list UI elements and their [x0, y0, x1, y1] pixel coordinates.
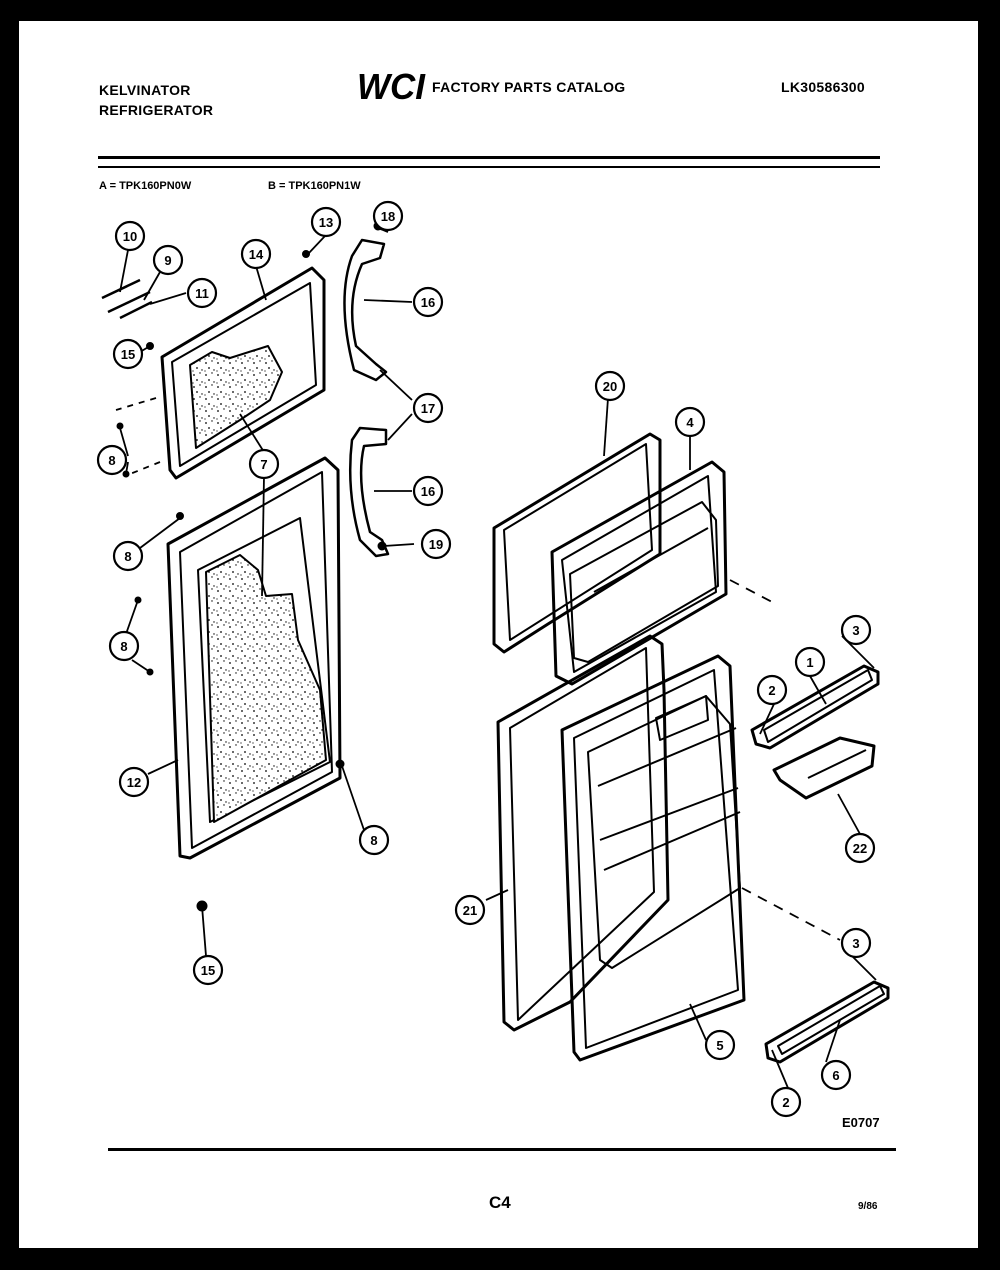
callout-19: 19 [420, 528, 452, 560]
callout-label: 6 [832, 1068, 839, 1083]
catalog-page [19, 21, 978, 1248]
callout-label: 18 [381, 209, 395, 224]
freezer-gasket [492, 432, 662, 654]
callout-label: 2 [768, 683, 775, 698]
fresh-food-inner-liner [560, 654, 746, 1062]
callout-label: 15 [201, 963, 215, 978]
door-shelf-bar-lower [764, 980, 890, 1064]
callout-6: 6 [820, 1059, 852, 1091]
fresh-food-door-handle [348, 426, 390, 558]
freezer-inner-liner [550, 460, 728, 686]
callout-label: 8 [120, 639, 127, 654]
door-shelf-bar-upper [750, 664, 880, 750]
callout-label: 8 [108, 453, 115, 468]
callout-label: 11 [195, 286, 209, 301]
model-a: A = TPK160PN0W [99, 180, 192, 192]
callout-22: 22 [844, 832, 876, 864]
callout-3: 3 [840, 927, 872, 959]
model-b: B = TPK160PN1W [268, 180, 361, 192]
callout-18: 18 [372, 200, 404, 232]
callout-3: 3 [840, 614, 872, 646]
callout-8: 8 [112, 540, 144, 572]
callout-label: 20 [603, 379, 617, 394]
callout-label: 8 [124, 549, 131, 564]
callout-21: 21 [454, 894, 486, 926]
callout-label: 19 [429, 537, 443, 552]
callout-label: 17 [421, 401, 435, 416]
leader-lines [115, 227, 877, 1089]
callout-16: 16 [412, 475, 444, 507]
footer-rule [108, 1148, 896, 1151]
fresh-food-insulation [205, 554, 327, 823]
fresh-food-gasket [496, 634, 670, 1032]
callout-label: 22 [853, 841, 867, 856]
wci-logo: WCI [357, 66, 426, 106]
product-type: REFRIGERATOR [99, 102, 214, 118]
callout-1: 1 [794, 646, 826, 678]
callout-2: 2 [756, 674, 788, 706]
callout-17: 17 [412, 392, 444, 424]
callout-8: 8 [108, 630, 140, 662]
callout-label: 3 [852, 936, 859, 951]
callout-label: 4 [686, 415, 694, 430]
callout-label: 12 [127, 775, 141, 790]
callout-15: 15 [192, 954, 224, 986]
callout-8: 8 [96, 444, 128, 476]
callout-label: 9 [164, 253, 171, 268]
callout-13: 13 [310, 206, 342, 238]
freezer-insulation [189, 345, 283, 449]
catalog-number: LK30586300 [781, 79, 865, 95]
callout-12: 12 [118, 766, 150, 798]
callout-label: 2 [782, 1095, 789, 1110]
page-code: C4 [489, 1193, 511, 1212]
callout-label: 14 [249, 247, 264, 262]
catalog-title: FACTORY PARTS CATALOG [432, 79, 626, 95]
callout-label: 16 [421, 295, 435, 310]
print-date: 9/86 [858, 1201, 878, 1212]
callout-20: 20 [594, 370, 626, 402]
callout-9: 9 [152, 244, 184, 276]
callout-label: 10 [123, 229, 137, 244]
fresh-food-door-panel [166, 456, 342, 860]
callout-15: 15 [112, 338, 144, 370]
callout-label: 16 [421, 484, 435, 499]
brand-name: KELVINATOR [99, 82, 191, 98]
freezer-door-handle [343, 238, 388, 382]
figure-code: E0707 [842, 1115, 880, 1130]
callout-11: 11 [186, 277, 218, 309]
callout-label: 5 [716, 1038, 723, 1053]
dairy-compartment [772, 736, 876, 800]
callout-5: 5 [704, 1029, 736, 1061]
callout-4: 4 [674, 406, 706, 438]
callout-label: 7 [260, 457, 267, 472]
callout-7: 7 [248, 448, 280, 480]
callout-label: 21 [463, 903, 477, 918]
callout-10: 10 [114, 220, 146, 252]
header-rule [98, 156, 880, 159]
logo-text: WCI [357, 66, 426, 106]
callout-16: 16 [412, 286, 444, 318]
callout-label: 1 [806, 655, 813, 670]
header-rule-thin [98, 166, 880, 168]
callout-2: 2 [770, 1086, 802, 1118]
callout-label: 3 [852, 623, 859, 638]
callout-label: 15 [121, 347, 135, 362]
callout-14: 14 [240, 238, 272, 270]
callout-label: 8 [370, 833, 377, 848]
callout-label: 13 [319, 215, 333, 230]
callout-8: 8 [358, 824, 390, 856]
freezer-door-panel [160, 266, 326, 480]
